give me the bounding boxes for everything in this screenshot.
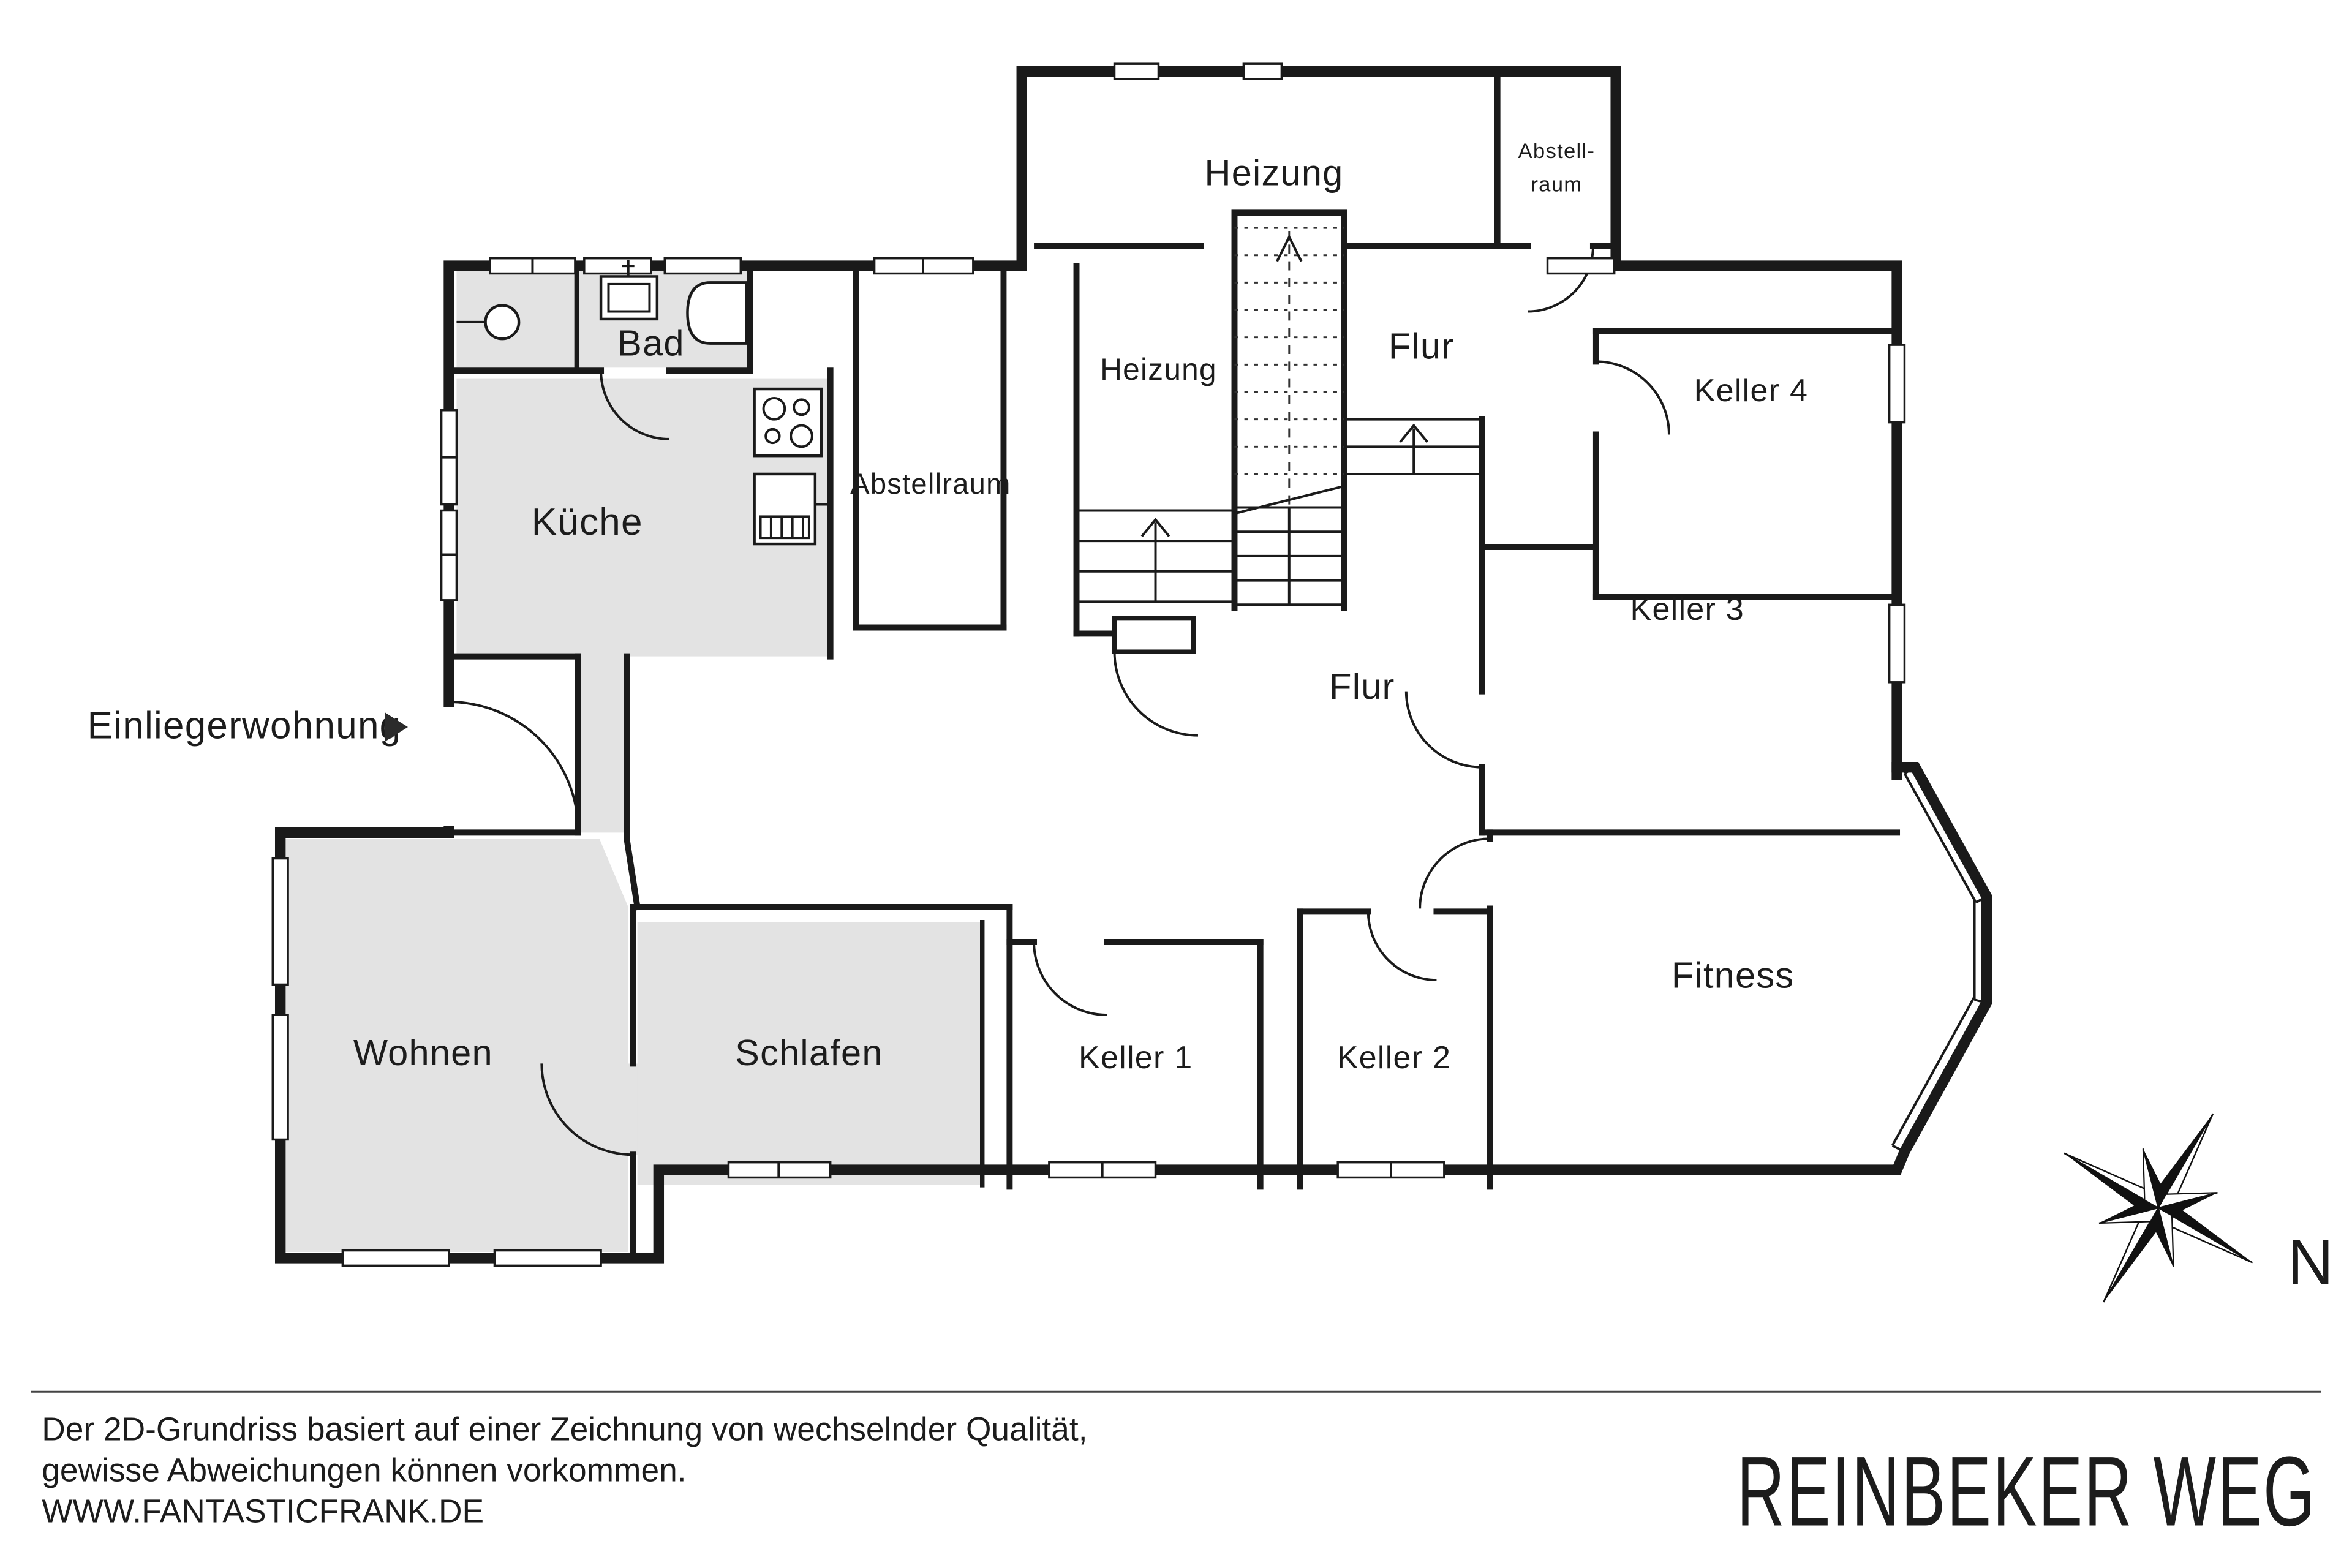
room-label-flur: Flur [1329, 666, 1395, 707]
room-label-keller-2: Keller 2 [1337, 1040, 1452, 1076]
room-label-heizung-top: Heizung [1204, 153, 1343, 194]
steps-arrow-up-left [1140, 518, 1170, 602]
room-label-keller-3: Keller 3 [1630, 592, 1744, 627]
washbasin-faucet [622, 260, 635, 277]
room-label-schlafen: Schlafen [735, 1032, 883, 1073]
footer: Der 2D-Grundriss basiert auf einer Zeich… [31, 1390, 2321, 1547]
stairs-lower-flight [1234, 484, 1344, 606]
annotation-einliegerwohnung: Einliegerwohnung [88, 705, 409, 747]
footer-line-2: gewisse Abweichungen können vorkommen. [42, 1453, 686, 1489]
room-fill-wohnen [280, 839, 628, 1253]
room-fill-schlafen [637, 922, 982, 1185]
room-label-abstellraum-top-2: raum [1531, 173, 1582, 197]
room-labels: Heizung Abstell- raum Bad Küche Abstellr… [353, 140, 1809, 1076]
wall-keller3-notch [1479, 544, 1599, 600]
page-title: REINBEKER WEG [1737, 1436, 2316, 1547]
apartment-room-fills [280, 270, 982, 1253]
windows [271, 62, 1988, 1267]
side-steps-flur [1344, 418, 1482, 475]
room-label-kueche: Küche [532, 501, 643, 543]
wall-landing-stub [1112, 616, 1196, 654]
room-label-keller-1: Keller 1 [1079, 1040, 1193, 1076]
stairs-break-line [1234, 484, 1344, 515]
door-arc-wohnen-schlafen [540, 1063, 633, 1156]
room-label-heizung: Heizung [1100, 352, 1217, 386]
door-arc-abstellraum-top [1528, 246, 1594, 313]
room-label-flur-upper: Flur [1389, 325, 1454, 366]
room-label-abstellraum: Abstellraum [850, 467, 1011, 500]
side-steps-heizung [1076, 509, 1235, 603]
annotation-label: Einliegerwohnung [88, 705, 402, 747]
door-arc-entrance [449, 701, 579, 831]
stove-icon [753, 387, 823, 458]
compass-north-label: N [2288, 1227, 2334, 1298]
footer-line-3: WWW.FANTASTICFRANK.DE [42, 1494, 484, 1530]
wall-corridor-right-chamfer [624, 653, 641, 911]
door-arc-fitness [1419, 837, 1490, 909]
room-fill-kueche [456, 378, 831, 833]
bathtub-icon [686, 281, 748, 345]
bay-windows [1891, 766, 1988, 1153]
room-label-fitness: Fitness [1672, 954, 1795, 995]
stairs-up-arrowhead [1276, 234, 1303, 262]
stairs-upper-flight [1234, 227, 1344, 605]
door-arc-keller4 [1596, 360, 1670, 435]
room-label-keller-4: Keller 4 [1694, 373, 1809, 409]
fridge-icon [753, 472, 832, 546]
footer-line-1: Der 2D-Grundriss basiert auf einer Zeich… [42, 1412, 1087, 1448]
door-arc-keller1 [1033, 941, 1107, 1017]
door-arc-keller2 [1366, 911, 1437, 981]
room-label-wohnen: Wohnen [353, 1032, 493, 1073]
inner-walls [277, 76, 1901, 1255]
room-label-bad: Bad [617, 322, 685, 363]
door-arc-landing [1113, 652, 1198, 737]
room-label-abstellraum-top-1: Abstell- [1518, 140, 1596, 163]
steps-arrow-up-right [1399, 423, 1429, 474]
stairs [1076, 227, 1482, 606]
door-arc-keller3 [1404, 691, 1482, 769]
arrow-right-icon [385, 712, 409, 742]
fixtures [456, 260, 832, 546]
compass-rose-icon: N [2064, 1113, 2334, 1303]
door-arc-bad [600, 371, 669, 440]
round-basin-icon [484, 304, 521, 341]
entrance-door-swing-area [451, 702, 578, 831]
